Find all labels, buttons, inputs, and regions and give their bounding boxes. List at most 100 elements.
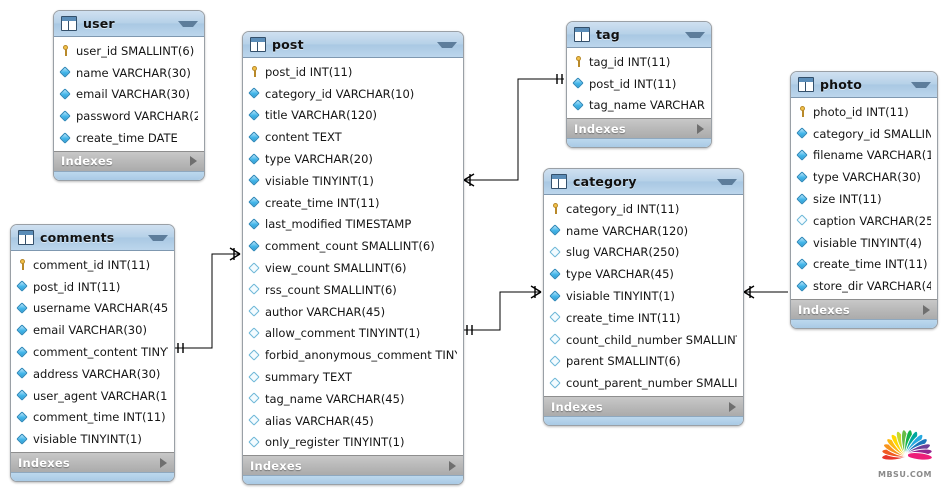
- chevron-down-icon[interactable]: [685, 31, 705, 38]
- column-row[interactable]: size INT(11): [791, 188, 937, 210]
- column-row[interactable]: name VARCHAR(120): [544, 220, 743, 242]
- column-row[interactable]: post_id INT(11): [243, 61, 463, 83]
- column-row[interactable]: password VARCHAR(200): [54, 105, 204, 127]
- column-row[interactable]: visiable TINYINT(1): [243, 170, 463, 192]
- column-row[interactable]: allow_comment TINYINT(1): [243, 323, 463, 345]
- column-row[interactable]: only_register TINYINT(1): [243, 432, 463, 454]
- column-row[interactable]: slug VARCHAR(250): [544, 242, 743, 264]
- chevron-down-icon[interactable]: [911, 81, 931, 88]
- table-header-category[interactable]: category: [544, 169, 743, 195]
- column-list: post_id INT(11)category_id VARCHAR(10)ti…: [243, 58, 463, 456]
- column-row[interactable]: comment_time INT(11): [11, 407, 174, 429]
- column-row[interactable]: type VARCHAR(45): [544, 263, 743, 285]
- column-row[interactable]: count_parent_number SMALLINT(6): [544, 372, 743, 394]
- column-row[interactable]: username VARCHAR(45): [11, 298, 174, 320]
- column-row[interactable]: rss_count SMALLINT(6): [243, 279, 463, 301]
- column-row[interactable]: create_time INT(11): [243, 192, 463, 214]
- column-row[interactable]: count_child_number SMALLINT(6): [544, 329, 743, 351]
- nullable-column-icon: [550, 312, 561, 323]
- chevron-down-icon[interactable]: [437, 41, 457, 48]
- column-label: address VARCHAR(30): [33, 366, 161, 381]
- column-row[interactable]: create_time DATE: [54, 127, 204, 149]
- column-row[interactable]: visiable TINYINT(1): [11, 428, 174, 450]
- table-header-comments[interactable]: comments: [11, 225, 174, 251]
- primary-key-icon: [17, 259, 28, 271]
- indexes-expander-post[interactable]: Indexes: [243, 455, 463, 476]
- column-row[interactable]: email VARCHAR(30): [11, 319, 174, 341]
- column-row[interactable]: tag_name VARCHAR(45): [243, 388, 463, 410]
- table-category[interactable]: category category_id INT(11)name VARCHAR(…: [543, 168, 744, 427]
- notnull-column-icon: [249, 110, 260, 121]
- notnull-column-icon: [17, 412, 28, 423]
- column-row[interactable]: content TEXT: [243, 126, 463, 148]
- table-icon: [18, 230, 34, 245]
- chevron-right-icon[interactable]: [697, 123, 704, 134]
- column-row[interactable]: view_count SMALLINT(6): [243, 257, 463, 279]
- column-row[interactable]: visiable TINYINT(4): [791, 232, 937, 254]
- column-label: filename VARCHAR(100): [813, 148, 931, 163]
- column-label: email VARCHAR(30): [76, 87, 190, 102]
- table-header-photo[interactable]: photo: [791, 72, 937, 98]
- indexes-expander-user[interactable]: Indexes: [54, 150, 204, 171]
- indexes-expander-tag[interactable]: Indexes: [567, 118, 711, 139]
- column-row[interactable]: author VARCHAR(45): [243, 301, 463, 323]
- column-row[interactable]: type VARCHAR(30): [791, 166, 937, 188]
- table-header-user[interactable]: user: [54, 11, 204, 37]
- column-label: store_dir VARCHAR(45): [813, 279, 931, 294]
- column-row[interactable]: email VARCHAR(30): [54, 84, 204, 106]
- column-label: create_time INT(11): [813, 257, 928, 272]
- chevron-down-icon[interactable]: [178, 20, 198, 27]
- column-row[interactable]: user_agent VARCHAR(100): [11, 385, 174, 407]
- chevron-right-icon[interactable]: [923, 304, 930, 315]
- column-row[interactable]: parent SMALLINT(6): [544, 351, 743, 373]
- column-row[interactable]: type VARCHAR(20): [243, 148, 463, 170]
- indexes-label: Indexes: [18, 455, 70, 470]
- column-row[interactable]: create_time INT(11): [791, 254, 937, 276]
- column-row[interactable]: store_dir VARCHAR(45): [791, 275, 937, 297]
- table-header-tag[interactable]: tag: [567, 22, 711, 48]
- column-label: visiable TINYINT(1): [33, 432, 142, 447]
- column-row[interactable]: alias VARCHAR(45): [243, 410, 463, 432]
- indexes-expander-category[interactable]: Indexes: [544, 396, 743, 417]
- column-row[interactable]: comment_content TINYTEXT: [11, 341, 174, 363]
- column-row[interactable]: comment_count SMALLINT(6): [243, 235, 463, 257]
- column-label: visiable TINYINT(1): [566, 289, 675, 304]
- chevron-right-icon[interactable]: [160, 457, 167, 468]
- table-tag[interactable]: tag tag_id INT(11)post_id INT(11)tag_name…: [566, 21, 712, 149]
- column-row[interactable]: address VARCHAR(30): [11, 363, 174, 385]
- chevron-right-icon[interactable]: [190, 156, 197, 167]
- chevron-down-icon[interactable]: [148, 234, 168, 241]
- table-header-post[interactable]: post: [243, 32, 463, 58]
- column-row[interactable]: category_id VARCHAR(10): [243, 83, 463, 105]
- column-row[interactable]: visiable TINYINT(1): [544, 285, 743, 307]
- column-row[interactable]: post_id INT(11): [567, 73, 711, 95]
- column-row[interactable]: photo_id INT(11): [791, 101, 937, 123]
- column-row[interactable]: post_id INT(11): [11, 276, 174, 298]
- column-row[interactable]: forbid_anonymous_comment TINYINT(1): [243, 344, 463, 366]
- indexes-label: Indexes: [798, 302, 850, 317]
- column-row[interactable]: last_modified TIMESTAMP: [243, 214, 463, 236]
- column-row[interactable]: summary TEXT: [243, 366, 463, 388]
- column-row[interactable]: create_time INT(11): [544, 307, 743, 329]
- chevron-down-icon[interactable]: [717, 178, 737, 185]
- column-row[interactable]: category_id SMALLINT(6): [791, 123, 937, 145]
- column-row[interactable]: name VARCHAR(30): [54, 62, 204, 84]
- chevron-right-icon[interactable]: [449, 460, 456, 471]
- column-row[interactable]: user_id SMALLINT(6): [54, 40, 204, 62]
- table-photo[interactable]: photo photo_id INT(11)category_id SMALLIN…: [790, 71, 938, 330]
- chevron-right-icon[interactable]: [729, 401, 736, 412]
- column-row[interactable]: filename VARCHAR(100): [791, 145, 937, 167]
- column-row[interactable]: tag_name VARCHAR(30): [567, 95, 711, 117]
- table-comments[interactable]: comments comment_id INT(11)post_id INT(11…: [10, 224, 175, 483]
- column-row[interactable]: title VARCHAR(120): [243, 105, 463, 127]
- table-title: tag: [596, 27, 620, 42]
- column-row[interactable]: tag_id INT(11): [567, 51, 711, 73]
- indexes-expander-comments[interactable]: Indexes: [11, 452, 174, 473]
- table-user[interactable]: user user_id SMALLINT(6)name VARCHAR(30) e…: [53, 10, 205, 181]
- column-row[interactable]: comment_id INT(11): [11, 254, 174, 276]
- column-row[interactable]: caption VARCHAR(255): [791, 210, 937, 232]
- column-row[interactable]: category_id INT(11): [544, 198, 743, 220]
- indexes-expander-photo[interactable]: Indexes: [791, 299, 937, 320]
